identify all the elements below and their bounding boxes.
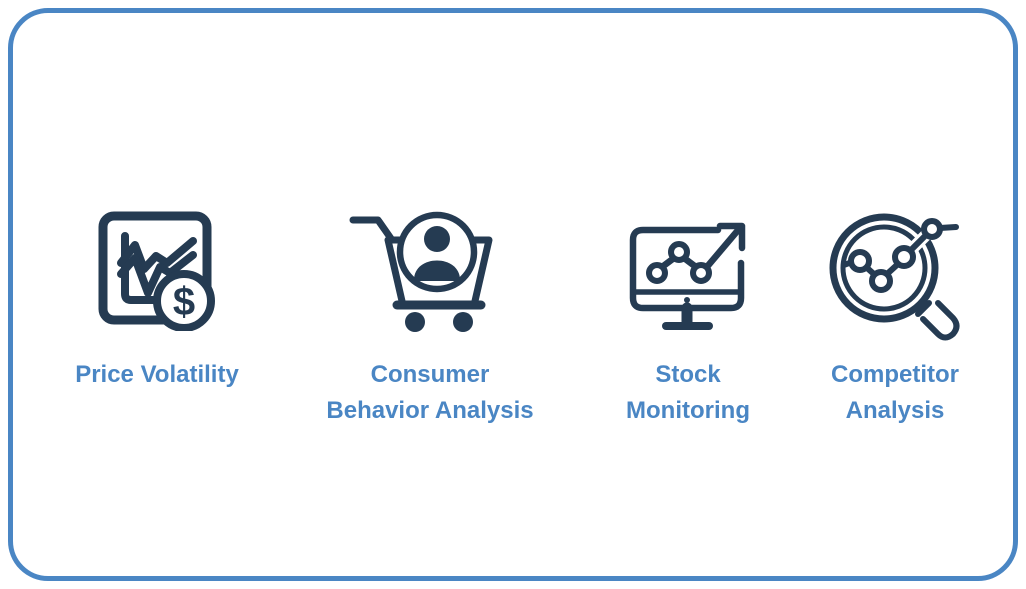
feature-competitor-analysis: Competitor Analysis [765,196,1025,429]
feature-price-volatility: $ Price Volatility [27,196,287,393]
monitor-trend-arrow-icon [621,204,756,349]
magnifier-chart-icon [825,200,965,345]
feature-label-line2: Monitoring [626,397,750,424]
feature-stock-monitoring: Stock Monitoring [558,196,818,429]
feature-label-line2: Behavior Analysis [326,397,534,424]
feature-label-line1: Competitor [831,361,959,388]
feature-label: Stock Monitoring [626,357,750,429]
feature-label-line2: Analysis [845,397,945,424]
feature-label-line1: Price Volatility [75,361,239,388]
dollar-glyph: $ [173,280,195,324]
feature-label: Price Volatility [75,357,239,393]
feature-label-line1: Stock [655,361,721,388]
price-volatility-chart-dollar-icon: $ [96,196,218,341]
shopping-cart-person-icon [345,196,495,341]
feature-label: Consumer Behavior Analysis [326,357,533,429]
feature-label: Competitor Analysis [831,357,959,429]
feature-consumer-behavior-analysis: Consumer Behavior Analysis [300,196,560,429]
feature-label-line1: Consumer [370,361,490,388]
